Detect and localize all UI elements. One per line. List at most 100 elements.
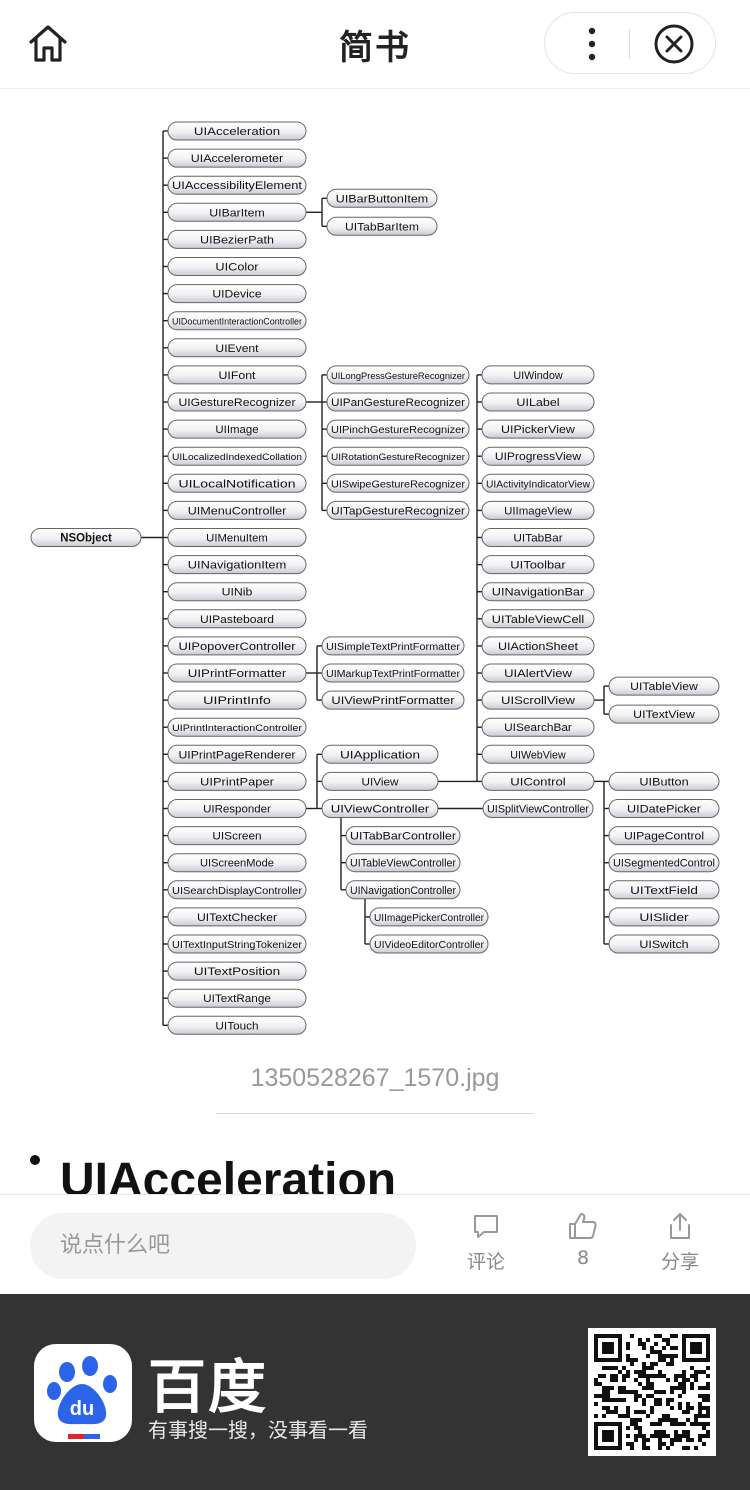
svg-text:UIPickerView: UIPickerView — [501, 424, 575, 436]
svg-text:UIPopoverController: UIPopoverController — [178, 641, 295, 653]
section-heading: UIAcceleration — [60, 1154, 397, 1194]
svg-text:UIDevice: UIDevice — [212, 289, 261, 301]
svg-text:UIImagePickerController: UIImagePickerController — [374, 913, 485, 924]
svg-text:UISwipeGestureRecognizer: UISwipeGestureRecognizer — [331, 479, 466, 490]
class-node-uiprint-page-renderer: UIPrintPageRenderer — [167, 744, 307, 764]
svg-text:UIBarButtonItem: UIBarButtonItem — [336, 193, 428, 205]
svg-text:UINib: UINib — [222, 587, 253, 599]
class-node-uifont: UIFont — [167, 365, 307, 385]
svg-text:UINavigationBar: UINavigationBar — [492, 587, 585, 599]
class-node-uiapplication: UIApplication — [321, 744, 439, 764]
svg-text:UISimpleTextPrintFormatter: UISimpleTextPrintFormatter — [326, 642, 461, 653]
svg-text:UINavigationItem: UINavigationItem — [188, 560, 287, 572]
svg-text:UITextRange: UITextRange — [203, 993, 271, 1005]
baidu-logo-text: du — [70, 1398, 94, 1420]
class-node-uinavigation-controller: UINavigationController — [345, 880, 461, 900]
thumbs-up-icon — [569, 1213, 597, 1239]
svg-text:UISearchDisplayController: UISearchDisplayController — [172, 886, 303, 897]
svg-text:UIImageView: UIImageView — [504, 505, 572, 517]
svg-text:UISegmentedControl: UISegmentedControl — [613, 858, 715, 870]
svg-text:UITableViewCell: UITableViewCell — [492, 614, 584, 626]
class-node-uiswitch: UISwitch — [608, 934, 720, 954]
svg-text:UITextChecker: UITextChecker — [197, 912, 277, 924]
svg-text:UIScreen: UIScreen — [212, 831, 261, 843]
svg-text:UIAlertView: UIAlertView — [504, 668, 572, 680]
share-button[interactable]: 分享 — [650, 1211, 710, 1274]
svg-text:UIFont: UIFont — [219, 370, 256, 382]
svg-text:UIVideoEditorController: UIVideoEditorController — [374, 940, 485, 951]
like-button[interactable]: 8 — [553, 1211, 613, 1269]
baidu-paw-icon: du — [34, 1344, 132, 1442]
class-node-uiactivity-indicator-view: UIActivityIndicatorView — [481, 473, 595, 493]
close-icon[interactable] — [653, 23, 695, 65]
class-node-uisearch-display-controller: UISearchDisplayController — [167, 880, 307, 900]
class-node-uicolor: UIColor — [167, 257, 307, 276]
svg-text:UILabel: UILabel — [516, 397, 559, 409]
class-node-uiscroll-view: UIScrollView — [481, 690, 595, 710]
bottom-action-bar: 说点什么吧 评论 8 分享 — [0, 1194, 750, 1295]
svg-text:UIRotationGestureRecognizer: UIRotationGestureRecognizer — [331, 452, 465, 462]
image-caption: 1350528267_1570.jpg — [250, 1064, 500, 1092]
class-node-uiprogress-view: UIProgressView — [481, 446, 595, 466]
svg-text:UIPasteboard: UIPasteboard — [200, 614, 274, 626]
class-node-uiprint-info: UIPrintInfo — [167, 690, 307, 710]
svg-text:UIPrintInfo: UIPrintInfo — [203, 695, 271, 707]
svg-text:UITextPosition: UITextPosition — [194, 966, 280, 978]
svg-text:NSObject: NSObject — [60, 533, 112, 545]
page-title: 简书 — [339, 28, 411, 68]
svg-text:UIDatePicker: UIDatePicker — [627, 804, 701, 816]
class-node-uisegmented-control: UISegmentedControl — [608, 853, 720, 873]
class-node-uinavigation-item: UINavigationItem — [167, 555, 307, 575]
svg-text:UITableView: UITableView — [630, 681, 698, 693]
class-node-uitoolbar: UIToolbar — [481, 555, 595, 575]
svg-text:UIColor: UIColor — [215, 262, 258, 274]
home-icon[interactable] — [26, 22, 70, 66]
svg-text:UIBezierPath: UIBezierPath — [200, 234, 274, 246]
comment-button[interactable]: 评论 — [456, 1211, 516, 1274]
baidu-promo-banner[interactable]: du 百度 有事搜一搜，没事看一看 — [0, 1294, 750, 1490]
class-node-uinavigation-bar: UINavigationBar — [481, 582, 595, 602]
qr-code — [588, 1328, 716, 1456]
svg-text:UISplitViewController: UISplitViewController — [487, 804, 589, 816]
class-node-uipicker-view: UIPickerView — [481, 419, 595, 439]
svg-text:UIButton: UIButton — [639, 776, 688, 788]
caption-underline — [216, 1113, 534, 1114]
class-node-uiview: UIView — [321, 771, 439, 791]
more-icon[interactable] — [573, 25, 611, 63]
class-node-uiweb-view: UIWebView — [481, 744, 595, 764]
class-node-uicontrol: UIControl — [481, 771, 595, 791]
class-node-uinib: UINib — [167, 582, 307, 602]
class-node-uiprint-formatter: UIPrintFormatter — [167, 663, 307, 683]
class-node-uiscreen-mode: UIScreenMode — [167, 853, 307, 873]
class-node-uigesture-recognizer: UIGestureRecognizer — [167, 392, 307, 412]
svg-text:UIApplication: UIApplication — [340, 749, 420, 761]
svg-text:UITabBarItem: UITabBarItem — [345, 221, 419, 233]
svg-text:UIPinchGestureRecognizer: UIPinchGestureRecognizer — [331, 425, 466, 436]
svg-text:UITableViewController: UITableViewController — [350, 858, 456, 870]
list-bullet — [30, 1155, 40, 1165]
share-label: 分享 — [660, 1251, 699, 1273]
svg-text:UIGestureRecognizer: UIGestureRecognizer — [178, 397, 295, 409]
class-node-uitab-bar: UITabBar — [481, 528, 595, 547]
comment-input[interactable]: 说点什么吧 — [30, 1213, 416, 1279]
svg-text:UITextInputStringTokenizer: UITextInputStringTokenizer — [172, 940, 303, 951]
baidu-slogan: 有事搜一搜，没事看一看 — [148, 1418, 368, 1442]
class-node-uisearch-bar: UISearchBar — [481, 717, 595, 737]
class-node-uitable-view-cell: UITableViewCell — [481, 609, 595, 629]
svg-text:UISearchBar: UISearchBar — [504, 722, 572, 734]
class-node-uislider: UISlider — [608, 907, 720, 927]
class-node-uiresponder: UIResponder — [167, 799, 307, 818]
class-node-uitext-field: UITextField — [608, 880, 720, 900]
class-node-uibutton: UIButton — [608, 771, 720, 791]
class-node-uiaccessibility-element: UIAccessibilityElement — [167, 175, 307, 195]
class-node-uimenu-controller: UIMenuController — [167, 500, 307, 520]
svg-text:UIPageControl: UIPageControl — [624, 831, 704, 843]
svg-text:UIAccessibilityElement: UIAccessibilityElement — [172, 180, 302, 192]
svg-text:UIPrintFormatter: UIPrintFormatter — [188, 668, 287, 680]
svg-text:UITextView: UITextView — [633, 709, 695, 721]
class-node-uilong-press-gesture-recognizer: UILongPressGestureRecognizer — [326, 365, 470, 385]
svg-text:UIViewPrintFormatter: UIViewPrintFormatter — [331, 695, 455, 707]
class-node-uipage-control: UIPageControl — [608, 826, 720, 846]
class-node-uibar-button-item: UIBarButtonItem — [326, 188, 438, 208]
class-node-uitouch: UITouch — [167, 1015, 307, 1035]
